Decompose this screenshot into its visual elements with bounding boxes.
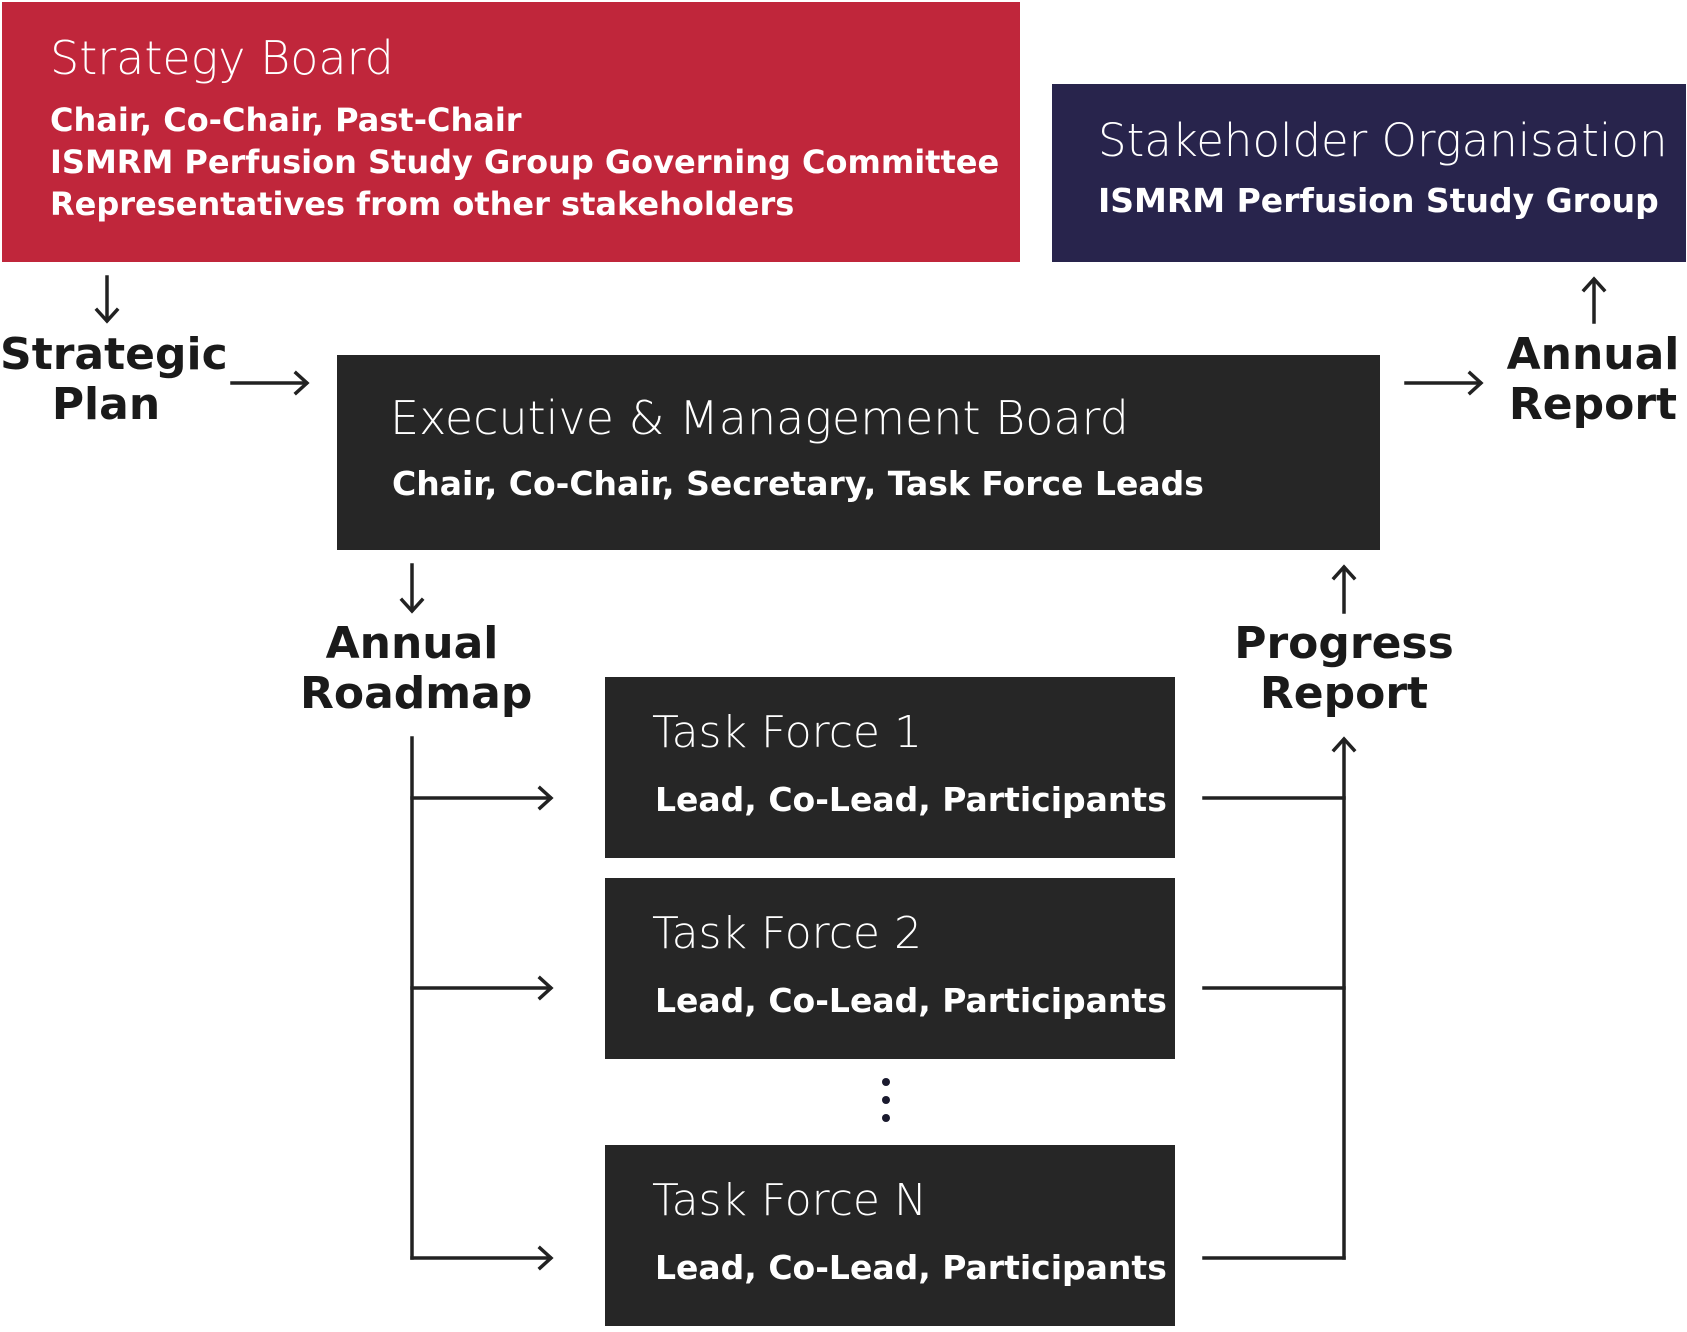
task-force-1: Task Force 1 Lead, Co-Lead, Participants bbox=[605, 677, 1175, 858]
arrow-executive-to-annual-report bbox=[1404, 370, 1484, 396]
task-force-n-subtitle: Lead, Co-Lead, Participants bbox=[655, 1248, 1167, 1287]
arrow-strategy-to-plan bbox=[94, 275, 120, 324]
annual-report-label: Annual Report bbox=[1500, 330, 1686, 430]
executive-management-board: Executive & Management Board Chair, Co-C… bbox=[337, 355, 1380, 550]
progress-report-line-1: Progress bbox=[1234, 618, 1454, 669]
stakeholder-organisation-title: Stakeholder Organisation bbox=[1098, 114, 1668, 167]
strategic-plan-line-1: Strategic bbox=[0, 329, 228, 380]
task-force-n-title: Task Force N bbox=[652, 1175, 927, 1226]
task-force-2-subtitle: Lead, Co-Lead, Participants bbox=[655, 981, 1167, 1020]
strategy-board-members-3: Representatives from other stakeholders bbox=[50, 185, 795, 223]
arrow-task-forces-to-progress bbox=[1202, 736, 1357, 1260]
strategic-plan-line-2: Plan bbox=[51, 379, 161, 430]
arrow-roadmap-to-task-forces bbox=[410, 736, 554, 1271]
stakeholder-organisation: Stakeholder Organisation ISMRM Perfusion… bbox=[1052, 84, 1686, 262]
task-force-2: Task Force 2 Lead, Co-Lead, Participants bbox=[605, 878, 1175, 1059]
strategy-board-members-1: Chair, Co-Chair, Past-Chair bbox=[50, 101, 522, 139]
strategic-plan-label: Strategic Plan bbox=[0, 329, 228, 430]
strategy-board-members-2: ISMRM Perfusion Study Group Governing Co… bbox=[50, 143, 1000, 181]
task-force-1-title: Task Force 1 bbox=[652, 707, 922, 758]
task-force-2-title: Task Force 2 bbox=[652, 908, 922, 959]
arrow-plan-to-executive bbox=[230, 370, 310, 396]
arrow-executive-to-roadmap bbox=[399, 563, 425, 614]
task-force-1-subtitle: Lead, Co-Lead, Participants bbox=[655, 780, 1167, 819]
strategy-board: Strategy Board Chair, Co-Chair, Past-Cha… bbox=[2, 2, 1020, 262]
task-force-n: Task Force N Lead, Co-Lead, Participants bbox=[605, 1145, 1175, 1326]
executive-board-subtitle: Chair, Co-Chair, Secretary, Task Force L… bbox=[392, 464, 1204, 503]
executive-board-title: Executive & Management Board bbox=[390, 391, 1129, 445]
annual-roadmap-label: Annual Roadmap bbox=[300, 618, 533, 719]
annual-roadmap-line-1: Annual bbox=[325, 618, 499, 669]
stakeholder-organisation-subtitle: ISMRM Perfusion Study Group bbox=[1098, 181, 1659, 220]
progress-report-line-2: Report bbox=[1259, 668, 1429, 719]
annual-report-line-1: Annual bbox=[1506, 329, 1680, 380]
arrow-progress-to-executive bbox=[1331, 564, 1357, 614]
arrow-annual-report-to-stakeholder bbox=[1581, 276, 1607, 324]
annual-roadmap-line-2: Roadmap bbox=[300, 668, 533, 719]
vertical-ellipsis-icon bbox=[882, 1078, 890, 1128]
progress-report-label: Progress Report bbox=[1234, 619, 1454, 719]
strategy-board-title: Strategy Board bbox=[50, 31, 394, 85]
annual-report-line-2: Report bbox=[1508, 379, 1678, 430]
